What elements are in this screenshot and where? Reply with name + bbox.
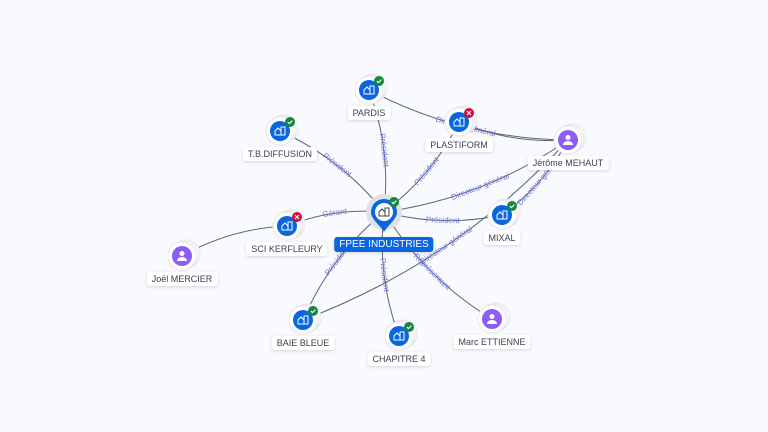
node-circle — [293, 310, 313, 330]
check-badge-icon — [374, 76, 384, 86]
node-circle — [389, 326, 409, 346]
check-badge-icon — [308, 306, 318, 316]
person-icon — [489, 314, 495, 319]
node-mehaut[interactable] — [553, 123, 587, 155]
edge-label: Président — [426, 215, 461, 225]
node-label[interactable]: MIXAL — [483, 231, 521, 245]
node-circle — [359, 80, 379, 100]
edge-label: Président — [378, 258, 391, 293]
edge-label: Président — [378, 133, 391, 168]
node-chap[interactable] — [384, 319, 418, 351]
node-ettienne[interactable] — [477, 302, 511, 334]
node-mixal[interactable] — [487, 198, 521, 230]
node-tbd[interactable] — [265, 114, 299, 146]
badge-glyph — [466, 110, 472, 116]
edge-line — [279, 130, 385, 213]
building-icon — [453, 117, 465, 127]
badge-glyph — [509, 204, 515, 209]
edge-label: Président — [412, 155, 441, 187]
node-pardis[interactable] — [354, 73, 388, 105]
node-plastiform[interactable] — [444, 105, 478, 137]
person-icon-body — [563, 141, 573, 145]
node-label[interactable]: FPEE INDUSTRIES — [334, 237, 434, 252]
node-label[interactable]: Jérôme MEHAUT — [527, 156, 609, 170]
node-label[interactable]: SCI KERFLEURY — [246, 242, 328, 256]
person-icon — [179, 251, 185, 256]
edge-label: Président — [321, 151, 354, 179]
node-circle — [492, 205, 512, 225]
node-circle — [449, 112, 469, 132]
badge-glyph — [310, 309, 316, 314]
building-icon — [297, 315, 309, 325]
edge-line — [383, 211, 493, 320]
node-label[interactable]: BAIE BLEUE — [271, 336, 335, 350]
node-label[interactable]: PARDIS — [347, 106, 391, 120]
building-icon — [281, 221, 293, 231]
node-label[interactable]: T.B.DIFFUSION — [242, 147, 318, 161]
badge-glyph — [376, 79, 382, 84]
badge-glyph — [294, 214, 300, 220]
building-icon — [393, 331, 405, 341]
edge-line — [383, 139, 569, 213]
edge-line — [302, 139, 569, 321]
building-icon — [363, 85, 375, 95]
building-icon — [378, 207, 390, 217]
check-badge-icon — [404, 322, 414, 332]
node-fpee[interactable] — [366, 194, 402, 232]
building-icon — [274, 126, 286, 136]
node-label[interactable]: Marc ETTIENNE — [453, 335, 531, 349]
person-icon-body — [177, 257, 187, 261]
edge-label: Directeur général — [450, 171, 511, 202]
badge-glyph — [406, 325, 412, 330]
node-label[interactable]: Joël MERCIER — [146, 272, 218, 286]
person-icon — [565, 135, 571, 140]
badge-glyph — [391, 200, 397, 205]
node-baie[interactable] — [288, 303, 322, 335]
node-mercier[interactable] — [167, 239, 201, 271]
node-circle — [270, 121, 290, 141]
person-icon-body — [487, 320, 497, 324]
edge-label: Gérant — [322, 206, 348, 219]
node-circle — [277, 216, 297, 236]
badge-glyph — [287, 120, 293, 125]
node-label[interactable]: PLASTIFORM — [425, 138, 493, 152]
node-label[interactable]: CHAPITRE 4 — [367, 352, 431, 366]
pin-center — [375, 203, 393, 221]
node-sci[interactable] — [272, 209, 306, 241]
building-icon — [496, 210, 508, 220]
check-badge-icon — [507, 201, 517, 211]
check-badge-icon — [285, 117, 295, 127]
check-badge-icon — [389, 197, 399, 207]
